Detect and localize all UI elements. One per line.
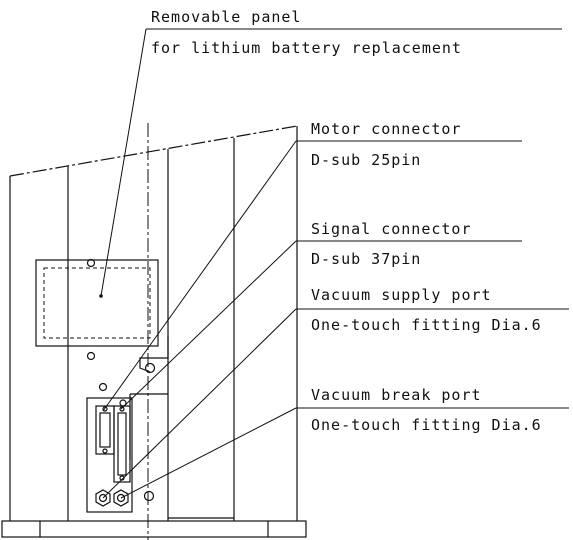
panel-outer xyxy=(35,259,159,347)
panel-screw-bottom xyxy=(86,351,96,361)
callout-vacuum-break: Vacuum break port One-touch fitting Dia.… xyxy=(296,386,569,434)
leader-signal xyxy=(120,240,297,410)
body-top-edge xyxy=(9,125,298,177)
cable-bracket xyxy=(129,336,169,460)
leader-lines xyxy=(99,28,297,499)
signal-connector-screw-bottom xyxy=(119,475,125,481)
callout-motor-line1: Motor connector xyxy=(311,120,461,138)
connector-plate xyxy=(86,382,155,513)
callout-break-line1: Vacuum break port xyxy=(311,386,482,404)
leader-panel-dot xyxy=(99,294,103,298)
removable-panel xyxy=(35,258,159,361)
leader-motor xyxy=(102,140,297,412)
motor-connector-face xyxy=(99,412,111,448)
plate-screw-mid xyxy=(119,399,127,407)
signal-connector-face xyxy=(117,412,127,476)
callout-motor-line2: D-sub 25pin xyxy=(311,151,421,169)
bracket-outline xyxy=(139,336,169,373)
vacuum-supply-hex xyxy=(95,489,111,507)
callout-vacuum-supply: Vacuum supply port One-touch fitting Dia… xyxy=(296,286,569,334)
vacuum-break-port xyxy=(113,489,129,507)
base-plate xyxy=(1,520,307,538)
vacuum-supply-bore xyxy=(98,493,108,503)
callout-motor-connector: Motor connector D-sub 25pin xyxy=(296,120,522,169)
callout-supply-line1: Vacuum supply port xyxy=(311,286,492,304)
callout-signal-connector: Signal connector D-sub 37pin xyxy=(296,220,522,268)
signal-connector-shell xyxy=(113,405,131,483)
bracket-hole xyxy=(144,362,156,374)
callout-break-line2: One-touch fitting Dia.6 xyxy=(311,416,542,434)
callout-panel-line2: for lithium battery replacement xyxy=(151,39,462,57)
unit-body xyxy=(1,123,307,540)
panel-inner-dashed xyxy=(43,267,151,339)
signal-connector-screw-top xyxy=(119,406,125,412)
leader-break xyxy=(120,407,297,499)
panel-screw-top xyxy=(86,258,96,268)
callout-removable-panel: Removable panel for lithium battery repl… xyxy=(146,8,562,57)
leader-panel xyxy=(100,28,147,297)
connector-plate-outline xyxy=(86,397,133,513)
vacuum-supply-port xyxy=(95,489,111,507)
plate-screw-top xyxy=(98,382,108,392)
signal-connector xyxy=(113,405,131,483)
plate-side-hole xyxy=(143,490,155,502)
vacuum-break-bore xyxy=(116,493,126,503)
callout-signal-line2: D-sub 37pin xyxy=(311,250,421,268)
callout-signal-line1: Signal connector xyxy=(311,220,472,238)
callout-supply-line2: One-touch fitting Dia.6 xyxy=(311,316,542,334)
leader-supply xyxy=(102,308,297,499)
motor-connector-screw-bottom xyxy=(102,448,108,454)
callout-panel-line1: Removable panel xyxy=(151,8,301,26)
vacuum-break-hex xyxy=(113,489,129,507)
motor-connector-screw-top xyxy=(102,406,108,412)
motor-connector xyxy=(95,405,115,455)
